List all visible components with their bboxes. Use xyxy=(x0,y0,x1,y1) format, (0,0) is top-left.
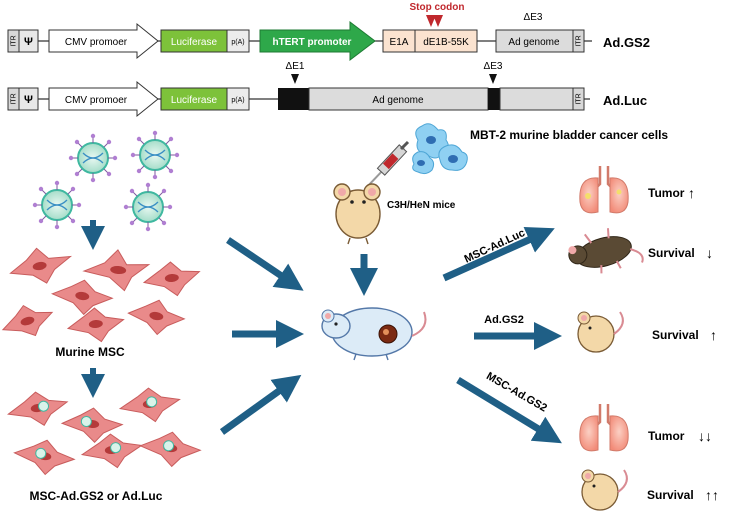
cmv-label-2: CMV promoer xyxy=(65,95,128,106)
de1b-label: dE1B-55K xyxy=(423,37,469,48)
infected-msc-cell-icon xyxy=(13,439,76,476)
e1a-label: E1A xyxy=(390,37,409,48)
psi-label-2: Ψ xyxy=(24,94,33,106)
mouse-icon xyxy=(333,183,381,245)
arrow-infected-to-treated xyxy=(219,374,302,435)
msc-cell-icon xyxy=(82,249,151,292)
tumor-down-label: Tumor xyxy=(648,429,685,443)
survival-up-arrow: ↑ xyxy=(710,327,717,343)
msc-cells xyxy=(1,247,201,343)
msc-cell-icon xyxy=(127,299,186,336)
arrow-msc-ad-luc xyxy=(442,226,555,282)
msc-cell-icon xyxy=(9,247,73,284)
construct-ad-luc: ITR Ψ CMV promoer Luciferase p(A) ΔE1 Ad… xyxy=(7,61,647,118)
virus-icon xyxy=(32,180,82,230)
survival-up-label: Survival xyxy=(652,328,699,342)
psi-label: Ψ xyxy=(24,36,33,48)
infected-msc-cell-icon xyxy=(138,431,202,468)
cmv-promoter-arrow-2 xyxy=(48,80,159,118)
cmv-label: CMV promoer xyxy=(65,37,128,48)
luciferase-label-2: Luciferase xyxy=(171,95,218,106)
survival-upup-arrow: ↑↑ xyxy=(705,487,719,503)
lungs-icon-2 xyxy=(579,404,629,452)
lungs-icon xyxy=(579,166,629,214)
tumor-up-arrow: ↑ xyxy=(688,185,695,201)
delta-e1-block xyxy=(278,88,309,110)
delta-e3-block xyxy=(488,88,500,110)
polya-label: p(A) xyxy=(231,39,244,46)
construct-name-luc: Ad.Luc xyxy=(603,93,647,108)
virus-icon xyxy=(68,133,118,183)
construct-ad-gs2: ITR Ψ CMV promoer Luciferase p(A) hTERT … xyxy=(7,2,650,62)
tumor-bearing-mouse-icon xyxy=(321,307,427,361)
survival-down-arrow: ↓ xyxy=(706,245,713,261)
de1b-box xyxy=(414,29,478,53)
psi-box-2 xyxy=(18,87,39,111)
virus-icon xyxy=(123,182,173,232)
arrow-ad-gs2-label: Ad.GS2 xyxy=(484,314,524,326)
polya-box-2 xyxy=(226,87,250,111)
polya-box xyxy=(226,29,250,53)
syringe-icon xyxy=(365,140,410,189)
tumor-down-arrow: ↓↓ xyxy=(698,428,712,444)
tumor-up-label: Tumor xyxy=(648,186,685,200)
survival-down-label: Survival xyxy=(648,246,695,260)
infected-msc-cells xyxy=(7,387,202,476)
survival-mouse-icon-2 xyxy=(581,469,628,511)
infected-msc-cell-icon xyxy=(118,387,181,423)
delta-e1-label: ΔE1 xyxy=(286,61,305,72)
mice-label: C3H/HeN mice xyxy=(387,200,456,211)
itr-right-box xyxy=(572,29,585,53)
msc-infected-label: MSC-Ad.GS2 or Ad.Luc xyxy=(30,489,163,503)
ad-genome-label-2: Ad genome xyxy=(372,95,424,106)
arrow-msc-ad-gs2-label: MSC-Ad.GS2 xyxy=(484,370,549,414)
msc-cell-icon xyxy=(142,261,201,297)
survival-mouse-icon xyxy=(577,311,624,353)
stop-codon-label: Stop codon xyxy=(410,2,465,13)
itr-right-label: ITR xyxy=(575,35,582,46)
msc-cell-icon xyxy=(1,304,54,337)
dead-mouse-icon xyxy=(568,228,644,274)
htert-promoter-arrow xyxy=(259,20,376,62)
msc-cell-icon xyxy=(66,307,125,343)
delta-e3-marker xyxy=(489,74,497,84)
arrow-virus-to-treated xyxy=(226,237,304,291)
psi-box xyxy=(18,29,39,53)
construct-name-gs2: Ad.GS2 xyxy=(603,35,650,50)
itr-left-label-2: ITR xyxy=(10,93,17,104)
arrow-msc-ad-gs2 xyxy=(456,377,562,444)
ad-genome-label: Ad genome xyxy=(508,37,560,48)
cancer-cells-icon xyxy=(412,123,468,175)
itr-right-label-2: ITR xyxy=(575,93,582,104)
cancer-cells-label: MBT-2 murine bladder cancer cells xyxy=(470,128,668,142)
survival-upup-label: Survival xyxy=(647,488,694,502)
delta-e1-marker xyxy=(291,74,299,84)
delta-e3-label-2: ΔE3 xyxy=(484,61,503,72)
stop-codon-marker-2 xyxy=(433,15,443,27)
luciferase-label: Luciferase xyxy=(171,37,218,48)
murine-msc-label: Murine MSC xyxy=(55,345,125,359)
virus-icon xyxy=(130,130,180,180)
infected-msc-cell-icon xyxy=(7,391,69,426)
virus-group xyxy=(32,130,180,232)
polya-label-2: p(A) xyxy=(231,97,244,104)
ad-genome-box-3 xyxy=(499,87,574,111)
cmv-promoter-arrow xyxy=(48,22,159,60)
infected-msc-cell-icon xyxy=(60,407,124,444)
htert-label: hTERT promoter xyxy=(273,37,352,48)
itr-left-label: ITR xyxy=(10,35,17,46)
stop-codon-marker-1 xyxy=(426,15,436,27)
delta-e3-label: ΔE3 xyxy=(524,12,543,23)
msc-cell-icon xyxy=(50,279,114,316)
itr-right-box-2 xyxy=(572,87,585,111)
